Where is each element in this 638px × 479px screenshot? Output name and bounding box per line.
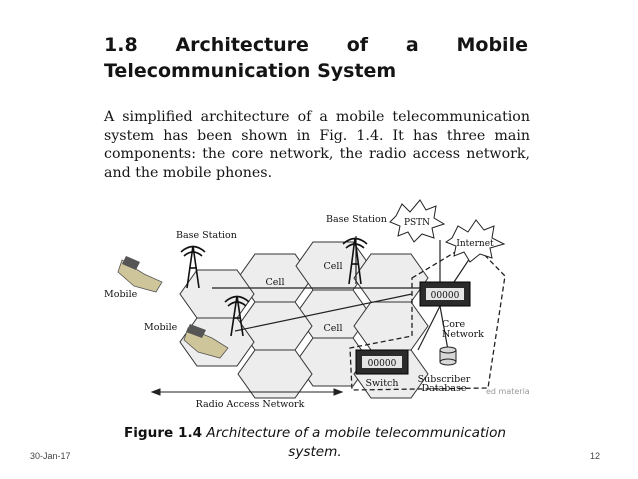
label-cell-mid: Cell: [266, 277, 285, 288]
label-mobile-bottom: Mobile: [144, 322, 178, 333]
section-number: 1.8: [104, 34, 138, 56]
paragraph-line-1: A simplified architecture of a mobile te…: [104, 109, 530, 125]
caption-line-2-text: system.: [288, 444, 342, 460]
body-paragraph: A simplified architecture of a mobile te…: [104, 108, 530, 182]
core-display-digits: 00000: [431, 291, 460, 301]
base-station-middle-icon: [224, 295, 250, 337]
heading-word-2: of: [346, 34, 369, 56]
caption-line-2: system.: [110, 443, 520, 462]
heading-word-4: Mobile: [456, 34, 528, 56]
internet-cloud-icon: [444, 219, 506, 263]
links: [212, 236, 479, 351]
paragraph-line-3: components: the core network, the radio …: [104, 146, 530, 162]
caption-line-1-text: Architecture of a mobile telecommunicati…: [206, 425, 507, 441]
caption-line-1: Figure 1.4 Architecture of a mobile tele…: [110, 424, 520, 443]
mobile-phone-top-icon: [117, 256, 163, 293]
label-subscriber-line-2: Database: [421, 383, 466, 394]
heading-word-1: Architecture: [175, 34, 309, 56]
paragraph-line-4: and the mobile phones.: [104, 164, 273, 181]
switch-display-digits: 00000: [368, 359, 397, 369]
cell-hexagon: [237, 349, 313, 399]
label-cell-top: Cell: [324, 261, 343, 272]
core-network-boundary: [349, 241, 506, 391]
footer-date: 30-Jan-17: [30, 451, 71, 461]
label-cell-lower: Cell: [324, 323, 343, 334]
label-switch: Switch: [366, 378, 399, 389]
label-subscriber-line-1: Subscriber: [418, 374, 471, 385]
slide-heading: 1.8 Architecture of a Mobile Telecommuni…: [104, 32, 528, 84]
heading-line-2: Telecommunication System: [104, 60, 397, 82]
core-network-device-icon: 00000: [419, 281, 471, 307]
base-station-right-icon: [342, 237, 368, 285]
label-internet: Internet: [456, 239, 494, 249]
label-pstn: PSTN: [404, 218, 430, 228]
label-base-station-left: Base Station: [176, 230, 237, 241]
heading-line-1: 1.8 Architecture of a Mobile: [104, 32, 528, 58]
database-icon: [439, 346, 457, 366]
label-base-station-right: Base Station: [326, 214, 387, 225]
base-station-left-icon: [180, 245, 206, 289]
pstn-cloud-icon: [389, 199, 446, 243]
radio-access-network-arrow: [150, 388, 344, 396]
label-core-line-1: Core: [442, 319, 466, 330]
heading-word-3: a: [405, 34, 419, 56]
watermark-text: ed material: [486, 387, 530, 396]
cell-hexagons: [179, 241, 429, 399]
caption-figure-label: Figure 1.4: [123, 425, 203, 441]
paragraph-line-2: system has been shown in Fig. 1.4. It ha…: [104, 127, 530, 144]
label-mobile-top: Mobile: [104, 289, 138, 300]
label-radio-access-network: Radio Access Network: [196, 399, 305, 410]
mobile-phone-bottom-icon: [183, 324, 229, 359]
figure-caption: Figure 1.4 Architecture of a mobile tele…: [110, 424, 520, 462]
label-core-line-2: Network: [442, 329, 484, 340]
footer-page-number: 12: [590, 451, 601, 461]
cloud-shapes: [389, 199, 506, 263]
switch-device-icon: 00000: [355, 349, 409, 375]
architecture-figure: 00000 00000 Base Station Base Station PS…: [104, 199, 530, 410]
